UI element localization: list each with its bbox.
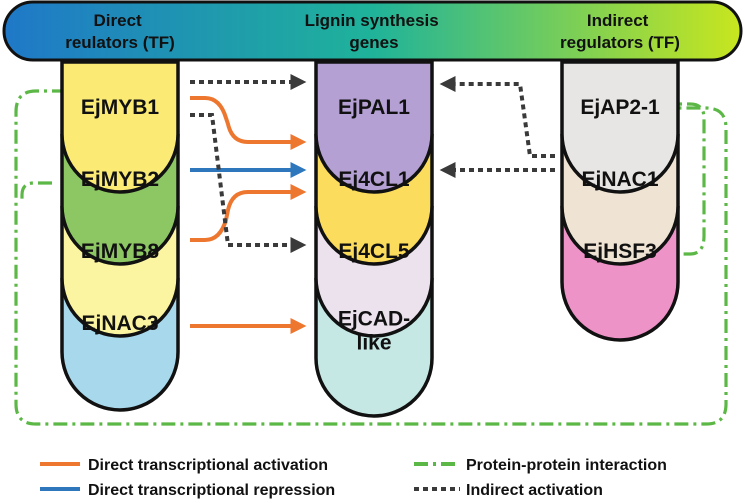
legend-activation-label: Direct transcriptional activation xyxy=(88,457,328,474)
legend-indirect-label: Indirect activation xyxy=(466,482,603,499)
indirect-regulator-segment-1 xyxy=(560,60,680,194)
indirect-regulator-label-2: EjNAC1 xyxy=(581,168,658,191)
header-center-label: Lignin synthesis genes xyxy=(305,11,444,52)
legend-repression-label: Direct transcriptional repression xyxy=(88,482,335,499)
indirect-regulator-label-1: EjAP2-1 xyxy=(580,96,660,119)
ppi-lines xyxy=(14,89,728,426)
header-right-label: Indirect regulators (TF) xyxy=(560,11,680,52)
lignin-gene-label-3: Ej4CL5 xyxy=(338,240,410,263)
lignin-gene-label-2: Ej4CL1 xyxy=(338,168,410,191)
direct-regulator-label-3: EjMYB8 xyxy=(81,240,160,263)
lignin-gene-label-1: EjPAL1 xyxy=(338,96,410,119)
direct-regulator-label-2: EjMYB2 xyxy=(81,168,159,191)
lignin-gene-segment-1 xyxy=(314,60,434,194)
arrow-myb1-to-pal1 xyxy=(190,96,307,150)
legend-ppi-label: Protein-protein interaction xyxy=(466,457,667,474)
header-left-label: Direct reulators (TF) xyxy=(65,11,175,52)
regulation-arrows xyxy=(190,74,555,334)
ppi-loop-outer xyxy=(14,89,728,426)
arrow-ap2-indirect-pal1 xyxy=(439,76,555,158)
lignin-gene-label-4: EjCAD-like xyxy=(338,308,410,355)
ppi-loop-myb2 xyxy=(20,181,52,200)
direct-regulator-segment-1 xyxy=(60,60,180,194)
arrow-myb1-indirect-4cl5 xyxy=(190,113,307,253)
ppi-loop-right xyxy=(660,102,706,256)
header-bar: Direct reulators (TF) Lignin synthesis g… xyxy=(2,0,743,62)
arrow-myb8-to-4cl1 xyxy=(190,184,307,242)
direct-regulator-label-4: EjNAC3 xyxy=(81,312,158,335)
direct-regulator-label-1: EjMYB1 xyxy=(81,96,160,119)
indirect-regulator-label-3: EjHSF3 xyxy=(583,240,657,263)
legend: Direct transcriptional activation Direct… xyxy=(40,457,667,499)
